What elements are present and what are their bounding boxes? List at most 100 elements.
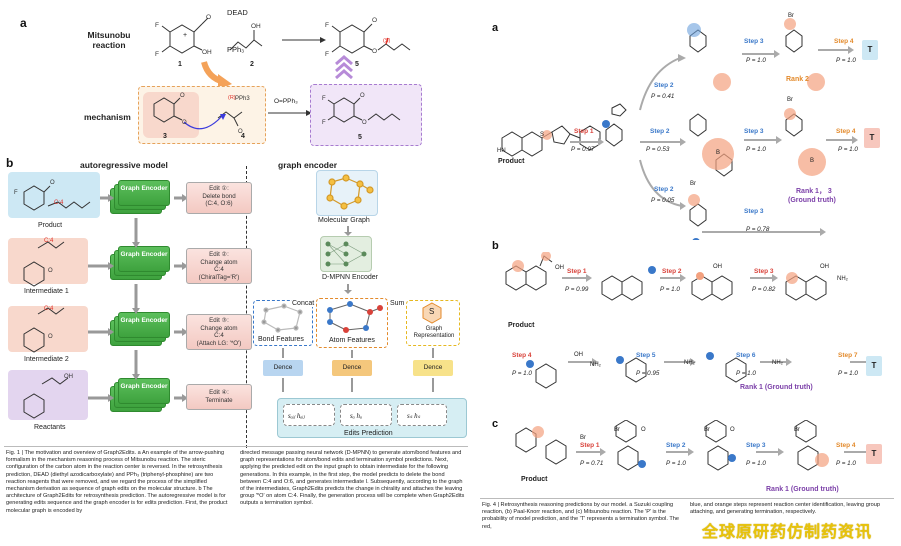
row-label-intermediate-2: Intermediate 2 [24, 356, 69, 363]
product-label-a: Product [498, 158, 525, 165]
graph-encoder-stack-4: Graph Encoder [110, 378, 180, 418]
svg-text:OH: OH [251, 23, 261, 30]
b-label-nh2-2: NH₂ [590, 362, 601, 368]
row-label-reactants: Reactants [34, 424, 66, 431]
left-flow-arrows [88, 194, 188, 402]
atom-features-icon [327, 301, 383, 333]
svg-text:F: F [322, 96, 326, 102]
atom-label-s-a: S [540, 132, 545, 138]
b-p-6: P = 1.0 [736, 370, 756, 377]
a-step-2a: Step 2 [654, 82, 674, 89]
graph-repr-label: Graph Representation [413, 326, 455, 339]
graph-encoder-text-2: Graph Encoder [120, 251, 168, 258]
b-step-3: Step 3 [754, 268, 774, 275]
product-label-b: Product [508, 322, 535, 329]
svg-text:OH: OH [202, 49, 212, 56]
svg-text:O: O [372, 48, 377, 55]
svg-text:F: F [325, 51, 329, 58]
svg-text:F: F [325, 22, 329, 29]
compound-4-number: 4 [241, 133, 245, 140]
plus-sign: + [183, 32, 188, 39]
a-step-1: Step 1 [574, 128, 594, 135]
bond-features-label: Bond Features [258, 336, 304, 343]
edit-1-title: Edit ①: [209, 185, 229, 192]
svg-text:C:4: C:4 [54, 200, 64, 206]
edit-box-1: Edit ①: Delete bond (C:4, O:6) [186, 182, 252, 214]
atom-label-br-a1: Br [788, 13, 794, 19]
panel-divider [246, 166, 247, 448]
svg-text:C:4: C:4 [44, 238, 54, 244]
c-step-2: Step 2 [666, 442, 686, 449]
dmpnn-label: D-MPNN Encoder [322, 274, 379, 281]
edit-2-line-3: C:4 [214, 266, 224, 273]
c-step-3: Step 3 [746, 442, 766, 449]
formula-2: sₐ hₐ [350, 412, 363, 420]
compound-2-number: 2 [250, 61, 254, 68]
c-label-o-1: O [641, 427, 646, 433]
mitsunobu-scheme: OOH FF OH OO FF [155, 14, 411, 58]
c-p-3: P = 1.0 [746, 460, 766, 467]
purple-chevrons [335, 55, 353, 80]
a-step-3b: Step 3 [744, 128, 764, 135]
a-step-4b: Step 4 [836, 128, 856, 135]
stereo-r-label: (R) [228, 95, 236, 101]
svg-text:O: O [48, 268, 53, 274]
edits-prediction-label: Edits Prediction [344, 430, 393, 437]
c-p-4: P = 1.0 [836, 460, 856, 467]
stereo-s-label: (S) [383, 38, 391, 44]
a-p-2a: P = 0.41 [651, 93, 675, 100]
b-label-nh2-1: NH₂ [837, 276, 848, 282]
b-step-2: Step 2 [662, 268, 682, 275]
right-panel-b-label: b [492, 240, 499, 252]
svg-text:O: O [48, 334, 53, 340]
mechanism-arrow [268, 110, 312, 116]
edit-box-2: Edit ②: Change atom C:4 (ChiralTag='R') [186, 248, 252, 284]
c-label-br-1: Br [580, 435, 586, 441]
compound-5-number: 5 [355, 61, 359, 68]
a-step-2b: Step 2 [650, 128, 670, 135]
watermark: 全球原研药仿制药资讯 [702, 524, 873, 541]
svg-text:F: F [155, 22, 159, 29]
svg-text:OH: OH [64, 374, 73, 380]
edit-1-line-2: Delete bond [202, 192, 236, 200]
graph-repr-symbol: S [429, 307, 435, 316]
dence-box-2: Dence [332, 360, 372, 376]
right-panel-a-label: a [492, 22, 499, 34]
row-label-intermediate-1: Intermediate 1 [24, 288, 69, 295]
edit-3-title: Edit ③: [209, 317, 229, 324]
svg-text:O: O [180, 93, 185, 99]
graph-encoder-text-4: Graph Encoder [120, 383, 168, 390]
edit-3-line-4: (Attach LG: '*O') [196, 339, 242, 347]
b-rank: Rank 1 (Ground truth) [740, 384, 813, 391]
b-step-4: Step 4 [512, 352, 532, 359]
edit-3-line-3: C:4 [214, 332, 224, 339]
a-terminal-1: T [862, 40, 878, 60]
b-step-1: Step 1 [567, 268, 587, 275]
intermediate1-mol-box [8, 238, 88, 284]
a-step-3a: Step 3 [744, 38, 764, 45]
b-label-oh-4: OH [574, 352, 583, 358]
dence-box-1: Dence [263, 360, 303, 376]
a-rank-13: Rank 1， 3 [796, 188, 832, 195]
a-p-3a: P = 1.0 [746, 57, 766, 64]
ar-model-title: autoregressive model [80, 160, 168, 170]
fig1-caption-col2: directed message passing neural network … [240, 450, 465, 507]
caption-rule [4, 446, 468, 447]
atom-label-br-a3: Br [690, 181, 696, 187]
b-p-3: P = 0.82 [752, 286, 776, 293]
b-step-6: Step 6 [736, 352, 756, 359]
a-ground-truth: (Ground truth) [788, 197, 836, 204]
b-p-5: P = 0.95 [636, 370, 660, 377]
a-step-2c: Step 2 [654, 186, 674, 193]
atom-label-hn-a: HN [497, 148, 506, 154]
encoder-arrows [282, 348, 434, 392]
b-label-oh-1: OH [555, 265, 564, 271]
byproduct-label: O=PPh₃ [274, 98, 298, 105]
b-label-oh-2: OH [713, 264, 722, 270]
svg-text:F: F [14, 190, 18, 196]
edit-2-title: Edit ②: [209, 251, 229, 258]
svg-text:O: O [360, 93, 365, 99]
b-step-5: Step 5 [636, 352, 656, 359]
